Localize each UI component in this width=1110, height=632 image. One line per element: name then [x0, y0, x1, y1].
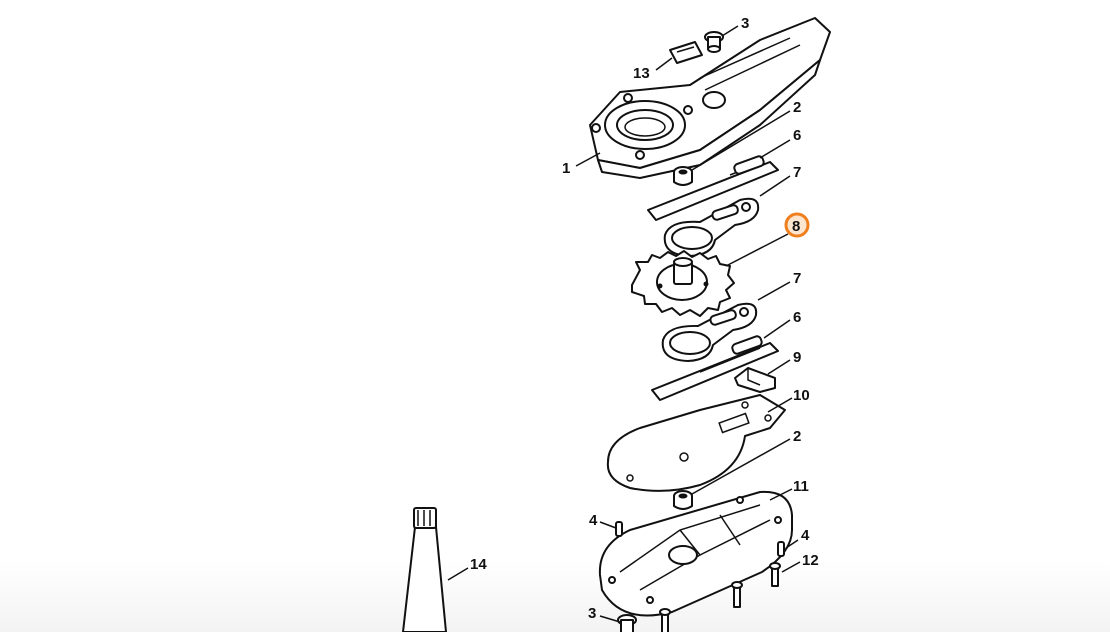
callout-9[interactable]: 9: [793, 349, 801, 366]
callout-4-left[interactable]: 4: [589, 512, 598, 529]
screw-part-3-top: [704, 31, 724, 53]
callout-3-top[interactable]: 3: [741, 15, 749, 32]
callout-13[interactable]: 13: [633, 65, 650, 82]
label-plate-part-13: [669, 41, 703, 64]
leader-lines: [447, 25, 801, 623]
callout-14[interactable]: 14: [470, 556, 487, 573]
callout-12[interactable]: 12: [802, 552, 819, 569]
callout-7-lower[interactable]: 7: [793, 270, 801, 287]
gear-wheel-part-8: [631, 250, 735, 317]
callout-1[interactable]: 1: [562, 160, 570, 177]
callout-6-lower[interactable]: 6: [793, 309, 801, 326]
callout-2-upper[interactable]: 2: [793, 99, 801, 116]
connecting-rod-part-7-lower: [661, 302, 758, 362]
callout-10[interactable]: 10: [793, 387, 810, 404]
grease-tube-part-14: [402, 507, 447, 632]
callout-11[interactable]: 11: [793, 478, 809, 495]
connecting-rod-part-7-upper: [663, 197, 760, 257]
pin-part-4-right: [777, 541, 785, 557]
callout-6-upper[interactable]: 6: [793, 127, 801, 144]
highlight-ring-part-8: [784, 212, 810, 238]
screw-part-3-bottom: [617, 614, 637, 632]
callout-2-lower[interactable]: 2: [793, 428, 801, 445]
pin-part-4-left: [615, 521, 623, 537]
callout-3-bottom[interactable]: 3: [588, 605, 596, 622]
slide-plate-part-6-lower: [651, 335, 779, 401]
bushing-part-2-upper: [673, 166, 693, 186]
gasket-part-10: [606, 394, 786, 492]
screw-part-12: [659, 562, 781, 632]
callout-8[interactable]: 8: [792, 218, 800, 235]
slide-plate-part-6-upper: [647, 155, 779, 221]
clip-part-9: [734, 367, 776, 393]
callout-7-upper[interactable]: 7: [793, 164, 801, 181]
bushing-part-2-lower: [673, 490, 693, 510]
callout-4-right[interactable]: 4: [801, 527, 810, 544]
gear-housing-part-1: [589, 17, 831, 179]
housing-cover-part-11: [598, 490, 793, 617]
